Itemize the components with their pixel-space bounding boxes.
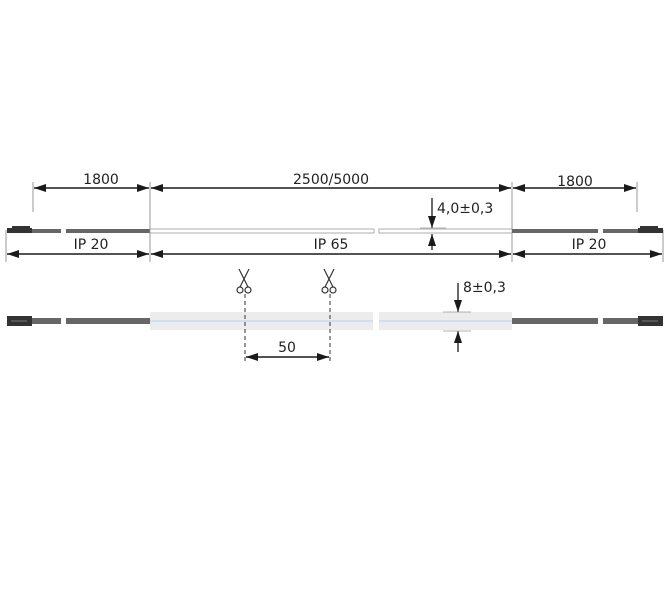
cable-right	[512, 229, 598, 233]
left-cable-length: 1800	[83, 172, 119, 188]
extension-lines	[5, 182, 664, 262]
cut-lines	[244, 294, 331, 364]
cable-left-top	[32, 318, 61, 324]
strip-side	[149, 228, 375, 234]
strip-length: 2500/5000	[293, 172, 369, 188]
dim-strip-width	[443, 283, 471, 352]
scissors-icon	[236, 268, 252, 294]
side-view	[7, 226, 663, 234]
connector-left	[7, 228, 32, 233]
top-view	[7, 312, 663, 330]
strip-width: 8±0,3	[463, 280, 506, 296]
dim-strip-height	[420, 198, 446, 250]
led-line	[150, 320, 373, 322]
right-cable-length: 1800	[557, 174, 593, 190]
cut-interval: 50	[278, 340, 296, 356]
connector-right	[638, 228, 663, 233]
ip-middle: IP 65	[314, 237, 349, 253]
cable-left	[32, 229, 61, 233]
ip-left: IP 20	[74, 237, 109, 253]
scissors-icon	[321, 268, 337, 294]
cable-right-top	[512, 318, 598, 324]
strip-height: 4,0±0,3	[437, 201, 493, 217]
ip-right: IP 20	[572, 237, 607, 253]
